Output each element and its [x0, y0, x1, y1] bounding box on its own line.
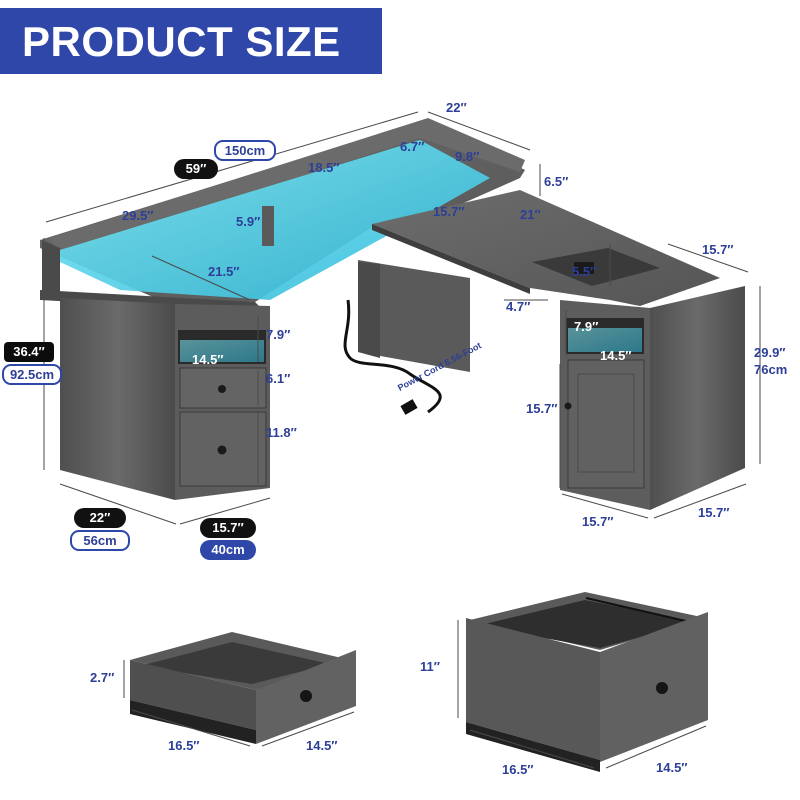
power-cord: [343, 299, 442, 414]
right-height-cm-label: 76cm: [754, 362, 788, 377]
knob-icon: [218, 385, 226, 393]
right-height-inch-label: 29.9″: [754, 345, 786, 360]
left-shelf-height-label: 7.9″: [266, 327, 291, 342]
cabinet-side: [466, 618, 600, 760]
right-base-width-label: 15.7″: [582, 514, 614, 529]
power-outlet-icon: [532, 248, 660, 286]
width-inch-pill: 59″: [174, 159, 218, 179]
cabinet-width-label: 14.5″: [656, 760, 688, 775]
left-pedestal-side: [60, 298, 175, 500]
gap-label: 4.7″: [506, 299, 531, 314]
right-shelf-height-label: 7.9″: [574, 319, 599, 334]
outlet-height-label: 5.5″: [572, 264, 597, 279]
cabinet-depth-label: 16.5″: [502, 762, 534, 777]
side-desktop: [372, 190, 720, 306]
led-backlight: [60, 140, 490, 300]
right-depth-label: 15.7″: [702, 242, 734, 257]
knob-icon: [564, 402, 572, 410]
cabinet-height-label: 11″: [420, 659, 440, 674]
left-bottom-height-label: 11.8″: [266, 425, 297, 440]
product-size-banner: PRODUCT SIZE: [0, 8, 382, 74]
base-depth-cm-pill: 56cm: [70, 530, 130, 551]
width-cm-pill: 150cm: [214, 140, 276, 161]
drawer-height-label: 2.7″: [90, 670, 115, 685]
base-width-inch-pill: 15.7″: [200, 518, 256, 538]
drawer-depth-label: 16.5″: [168, 738, 200, 753]
side-top-width-label: 15.7″: [433, 204, 465, 219]
right-cabinet-door: [567, 359, 645, 489]
right-pedestal-side: [650, 286, 745, 510]
top-depth-label: 22″: [446, 100, 467, 115]
cabinet-front: [600, 612, 708, 762]
right-base-depth-label: 15.7″: [698, 505, 730, 520]
side-top-depth-label: 21″: [520, 207, 541, 222]
drawer-width-label: 14.5″: [306, 738, 338, 753]
knob-icon: [656, 682, 668, 694]
right-cabinet-height-label: 15.7″: [526, 401, 558, 416]
left-shelf-width-label: 14.5″: [192, 352, 224, 367]
inner-depth-label: 21.5″: [208, 264, 240, 279]
hutch-right-label: 9.8″: [455, 149, 480, 164]
center-leg-panel: [358, 260, 470, 372]
height-cm-pill: 92.5cm: [2, 364, 62, 385]
hutch-height-label: 6.5″: [544, 174, 569, 189]
knob-icon: [300, 690, 312, 702]
height-inch-pill: 36.4″: [4, 342, 54, 362]
right-shelf-width-label: 14.5″: [600, 348, 632, 363]
base-depth-inch-pill: 22″: [74, 508, 126, 528]
left-drawer-height-label: 6.1″: [266, 371, 291, 386]
knob-icon: [217, 445, 227, 455]
base-width-cm-pill: 40cm: [200, 540, 256, 560]
hutch-gap-label: 6.7″: [400, 139, 425, 154]
hutch-length-label: 18.5″: [308, 160, 340, 175]
riser-height-label: 5.9″: [236, 214, 261, 229]
left-top-label: 29.5″: [122, 208, 154, 223]
banner-title: PRODUCT SIZE: [22, 18, 341, 65]
